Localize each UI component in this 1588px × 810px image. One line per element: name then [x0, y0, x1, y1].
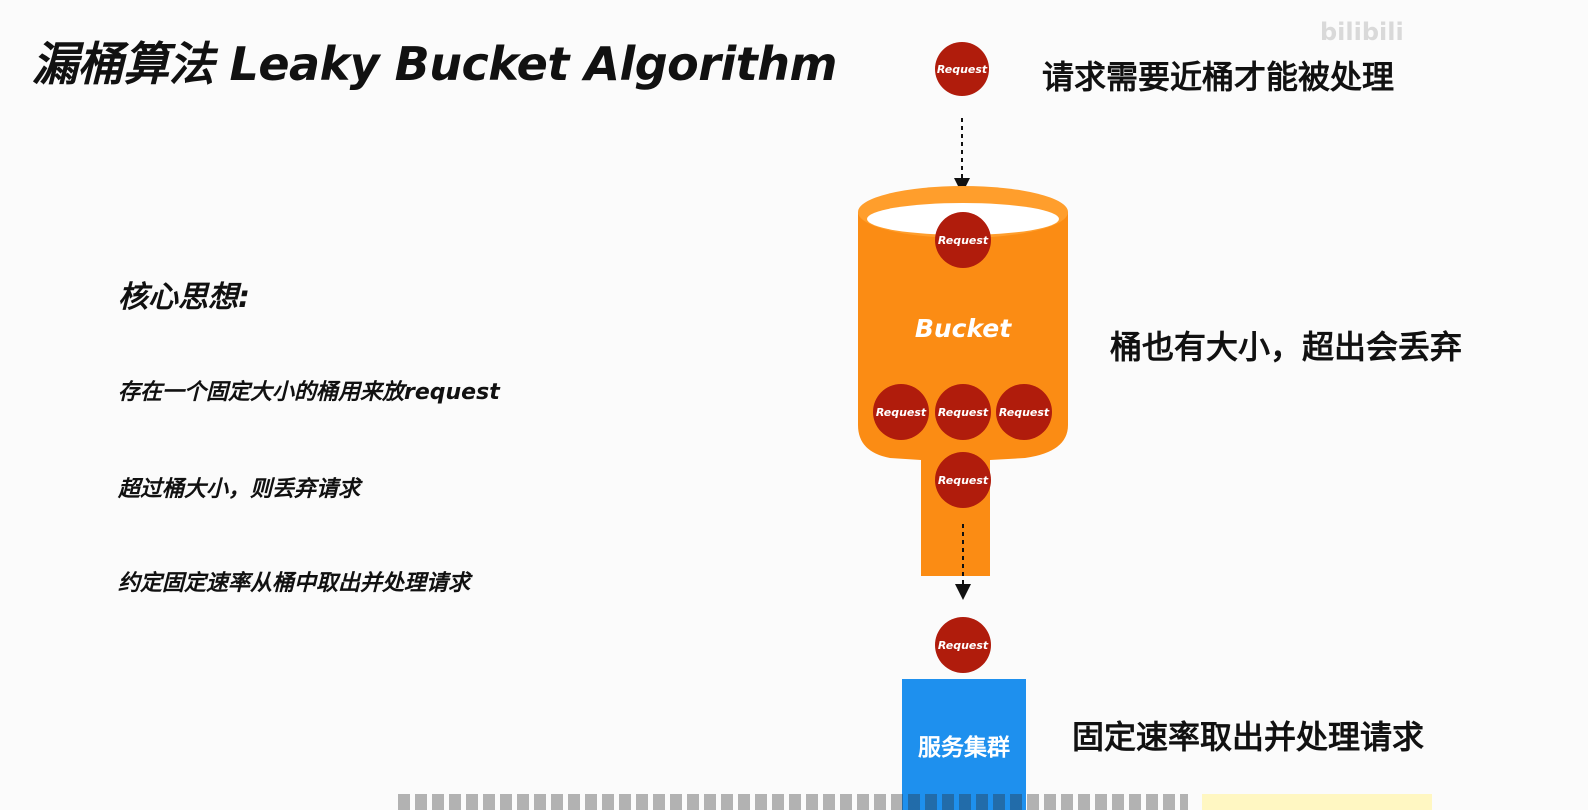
- caption-bucket-size: 桶也有大小，超出会丢弃: [1110, 322, 1462, 368]
- request-label: Request: [938, 406, 989, 419]
- request-label: Request: [876, 406, 927, 419]
- bucket-label: Bucket: [915, 314, 1012, 343]
- cropped-subtitle: [398, 794, 1188, 810]
- outgoing-request: Request: [935, 617, 991, 673]
- request-label: Request: [938, 639, 989, 652]
- caption-fixed-rate: 固定速率取出并处理请求: [1072, 712, 1424, 758]
- request-label: Request: [938, 234, 989, 247]
- request-label: Request: [937, 63, 988, 76]
- caption-enter-bucket: 请求需要近桶才能被处理: [1042, 52, 1394, 98]
- queued-request-2: Request: [935, 384, 991, 440]
- leaking-request: Request: [935, 452, 991, 508]
- queued-request-3: Request: [996, 384, 1052, 440]
- request-in-bucket-top: Request: [935, 212, 991, 268]
- queued-request-1: Request: [873, 384, 929, 440]
- cropped-highlight: [1202, 794, 1432, 810]
- service-cluster-box: 服务集群: [902, 679, 1026, 810]
- request-label: Request: [999, 406, 1050, 419]
- incoming-request: Request: [935, 42, 989, 96]
- request-label: Request: [938, 474, 989, 487]
